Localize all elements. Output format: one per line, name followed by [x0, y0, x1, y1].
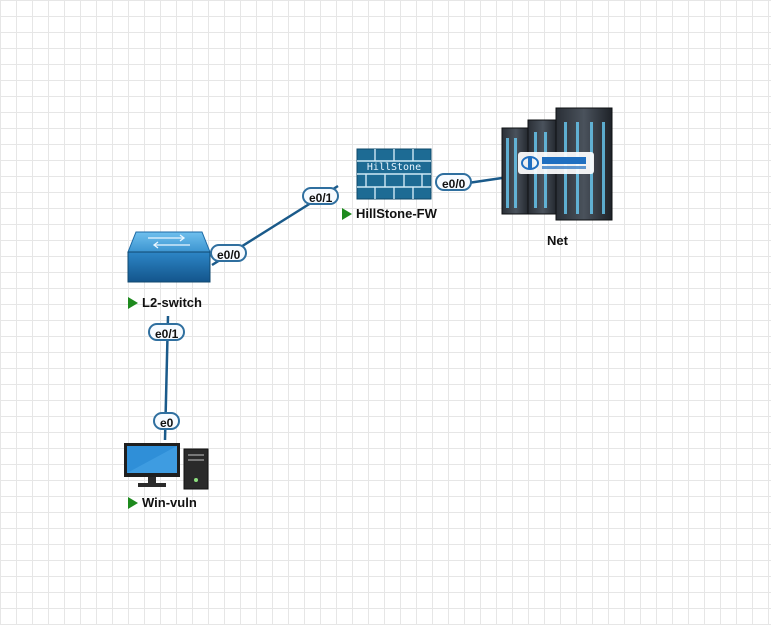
port-switch-e0-1[interactable]: e0/1: [148, 323, 186, 341]
firewall-label: HillStone-FW: [342, 206, 437, 221]
running-status-icon: [128, 496, 138, 509]
port-switch-e0-0[interactable]: e0/0: [210, 244, 248, 262]
net-name: Net: [547, 233, 568, 248]
switch-icon: [127, 231, 211, 283]
port-fw-e0-1[interactable]: e0/1: [302, 187, 340, 205]
firewall-name: HillStone-FW: [356, 206, 437, 221]
node-net[interactable]: [500, 104, 616, 222]
net-label: Net: [547, 233, 568, 248]
pc-label: Win-vuln: [128, 495, 197, 510]
port-fw-e0-0[interactable]: e0/0: [435, 173, 473, 191]
switch-label: L2-switch: [128, 295, 202, 310]
desktop-pc-icon: [124, 443, 209, 490]
firewall-logo-text: HillStone: [366, 162, 422, 173]
port-pc-e0[interactable]: e0: [153, 412, 181, 430]
running-status-icon: [342, 207, 352, 220]
firewall-icon: [356, 148, 432, 200]
running-status-icon: [128, 296, 138, 309]
switch-name: L2-switch: [142, 295, 202, 310]
node-win-vuln[interactable]: [122, 440, 210, 492]
link-firewall-net[interactable]: [467, 176, 503, 185]
server-rack-icon: [501, 107, 613, 221]
pc-name: Win-vuln: [142, 495, 197, 510]
node-hillstone-fw[interactable]: HillStone: [356, 148, 432, 200]
node-l2-switch[interactable]: [126, 230, 212, 286]
